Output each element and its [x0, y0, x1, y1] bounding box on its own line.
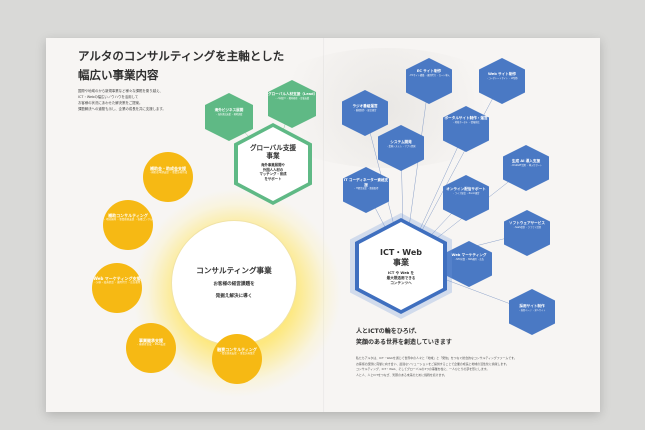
paragraph-line: お客様の課題に真摯に向き合い、最適なソリューションをご提供することで企業の成長と… — [356, 361, 509, 366]
global-sub1: 海外事業展開や — [261, 163, 285, 167]
hex-global-main: グローバル支援 事業 海外事業展開や 外国人人材の マッチング・育成 をサポート — [234, 123, 312, 205]
intro-line: 国際や地域のから新規事業など様々な課題を乗り越え、 — [78, 89, 163, 93]
caption-line1: 人とICTの輪をひろげ、 — [356, 328, 421, 335]
hex-sub: ・SaaS提供 ・クラウド活用 — [512, 225, 542, 229]
hex-title: 海外ビジネス展開 — [214, 108, 244, 112]
hex-web-marketing: Web マーケティング ・SEO対策 ・SNS運用 ・広告 — [446, 241, 492, 287]
hex-sub: ・コーポレートサイト ・LP制作 — [486, 76, 518, 80]
service-circle-subsidy: 補助金・助成金支援 ・補助金申請支援 ・事業計画作成 — [143, 152, 193, 202]
hex-recruit-site: 採用サイト制作 ・採用ページ ・求人サイト — [509, 289, 555, 335]
hex-sub: ・業務システム ・アプリ開発 — [386, 144, 416, 148]
page-title-line2: 幅広い事業内容 — [78, 68, 159, 82]
service-circle-title: 事業継承支援 — [139, 338, 163, 343]
brochure-spread: アルタのコンサルティングを主軸とした 幅広い事業内容 国際や地域のから新規事業な… — [46, 38, 600, 412]
service-circle-sub: ・資金調達支援 ・事業計画策定 — [219, 352, 255, 355]
hex-online-streaming: オンライン配信サポート ・ライブ配信 ・Zoom運営 — [443, 175, 489, 221]
hex-sub: ・ECサイト構築 ・運用代行 ・カート導入 — [408, 73, 450, 77]
hex-title: ソフトウェアサービス — [509, 221, 545, 225]
consulting-center-circle: コンサルティング事業 お客様の経営課題を 発掘え解決に導く — [171, 220, 297, 346]
page-fold — [323, 38, 325, 412]
global-sub2: 外国人人材の — [262, 167, 284, 172]
hex-system-dev: システム開発 ・業務システム ・アプリ開発 — [378, 125, 424, 171]
global-title1: グローバル支援 — [249, 144, 297, 152]
page-title-line1: アルタのコンサルティングを主軸とした — [78, 49, 285, 63]
hex-sub: ・人材紹介 ・教育研修 ・定着支援 — [274, 96, 310, 100]
hex-sub: ・IT経営支援 ・資格取得 — [353, 187, 379, 191]
hex-title: ポータルサイト制作・運営 — [444, 116, 488, 120]
service-circle-title: 融資コンサルティング — [217, 347, 257, 352]
hex-generative-ai: 生成 AI 導入支援 ・ChatGPT活用 ・導入サポート — [503, 145, 549, 191]
global-sub3: マッチング・育成 — [259, 172, 287, 177]
body-paragraph: 私たちアルタは、ICT・Webを通じて世界中の人々と「地域」と「発信」をつなぐ総… — [356, 356, 588, 378]
service-circle-finance: 融資コンサルティング ・資金調達支援 ・事業計画策定 — [212, 334, 262, 384]
service-circle-sub: ・分析・改善提案 ・運用代行 ・広告運用 — [93, 281, 141, 284]
hex-radio-program: ラジオ番組運営 ・番組制作 ・配信運営 — [342, 90, 388, 136]
hex-sub: ・SEO対策 ・SNS運用 ・広告 — [454, 257, 484, 261]
hex-sub: ・番組制作 ・配信運営 — [353, 108, 377, 112]
hex-sub: ・ライブ配信 ・Zoom運営 — [452, 191, 480, 195]
hex-title: EC サイト制作 — [416, 69, 442, 73]
intro-line: ICT・Webの幅広いノウハウを活用して — [78, 95, 139, 99]
consulting-sub1: お客様の経営課題を — [213, 282, 255, 287]
service-circle-succession: 事業継承支援 ・後継者育成 ・M&A支援 — [126, 323, 176, 373]
consulting-sub2: 発掘え解決に導く — [215, 294, 253, 299]
ict-sub2: 最大限活用できる — [386, 276, 416, 280]
consulting-title: コンサルティング事業 — [196, 266, 272, 275]
paragraph-line: コンサルティング、ICT・Web、そしてグローバルの3つの事業を柱に、一人ひとり… — [356, 367, 490, 372]
hex-sub: ・採用ページ ・求人サイト — [518, 308, 546, 312]
hex-portal-site: ポータルサイト制作・運営 ・地域ポータル ・情報発信 — [443, 106, 489, 152]
service-circle-sub: ・補助金申請支援 ・事業計画作成 — [148, 171, 188, 174]
hex-title: IT コーディネーター資格支援 — [343, 178, 389, 187]
caption-line2: 笑顔のある世界を創造していきます — [356, 339, 452, 346]
hex-ec-site: EC サイト制作 ・ECサイト構築 ・運用代行 ・カート導入 — [406, 58, 452, 104]
service-circle-title: 補助金・助成金支援 — [150, 166, 186, 171]
hex-sub: ・海外進出支援 ・現地調査 — [215, 112, 243, 116]
hex-overseas-business: 海外ビジネス展開 ・海外進出支援 ・現地調査 — [205, 93, 253, 141]
hex-title: ラジオ番組運営 — [352, 104, 378, 108]
service-circle-regional: 補助コンサルティング ・地域振興 ・事業推進支援 ・各種コンサル — [103, 200, 153, 250]
intro-line: 課題解決への道筋も示し、企業の成長を共に支援します。 — [78, 107, 166, 111]
ict-title2: 事業 — [393, 258, 409, 267]
ict-sub3: コンテンツへ — [390, 281, 412, 285]
hex-sub: ・ChatGPT活用 ・導入サポート — [509, 163, 543, 167]
global-sub4: をサポート — [264, 176, 282, 181]
hex-sub: ・地域ポータル ・情報発信 — [452, 120, 480, 124]
paragraph-line: 人と人、人とICTをつなぎ、笑顔のある未来のために挑戦を続けます。 — [356, 372, 447, 377]
intro-line: お客様の状況にあわせた解決策をご提案。 — [78, 101, 143, 105]
intro-text: 国際や地域のから新規事業など様々な課題を乗り越え、 ICT・Webの幅広いノウハ… — [78, 88, 208, 112]
hex-title: Web マーケティング — [451, 253, 487, 257]
paragraph-line: 私たちアルタは、ICT・Webを通じて世界中の人々と「地域」と「発信」をつなぐ総… — [356, 356, 517, 360]
hex-title: オンライン配信サポート — [446, 187, 486, 191]
hex-title: Web サイト制作 — [487, 72, 517, 76]
hex-ict-main: ICT・Web 事業 ICT や Web を 最大限活用できる コンテンツへ — [350, 213, 452, 319]
service-circle-sub: ・地域振興 ・事業推進支援 ・各種コンサル — [103, 218, 153, 221]
ict-title1: ICT・Web — [380, 248, 422, 257]
hex-web-site: Web サイト制作 ・コーポレートサイト ・LP制作 — [479, 58, 525, 104]
hex-title: 採用サイト制作 — [519, 304, 545, 308]
service-circle-web-marketing: Web マーケティング支援 ・分析・改善提案 ・運用代行 ・広告運用 — [92, 263, 142, 313]
hex-it-coordinator: IT コーディネーター資格支援 ・IT経営支援 ・資格取得 — [343, 167, 389, 213]
service-circle-sub: ・後継者育成 ・M&A支援 — [136, 343, 166, 346]
ict-sub1: ICT や Web を — [387, 271, 415, 275]
hex-title: システム開発 — [390, 140, 412, 144]
service-circle-title: 補助コンサルティング — [108, 213, 148, 218]
hex-title: グローバル人材支援（Lead） — [268, 92, 318, 96]
hex-title: 生成 AI 導入支援 — [511, 159, 541, 163]
hex-global-talent: グローバル人材支援（Lead） ・人材紹介 ・教育研修 ・定着支援 — [268, 80, 318, 128]
hex-software-service: ソフトウェアサービス ・SaaS提供 ・クラウド活用 — [504, 210, 550, 256]
service-circle-title: Web マーケティング支援 — [93, 276, 141, 281]
global-title2: 事業 — [266, 152, 280, 160]
